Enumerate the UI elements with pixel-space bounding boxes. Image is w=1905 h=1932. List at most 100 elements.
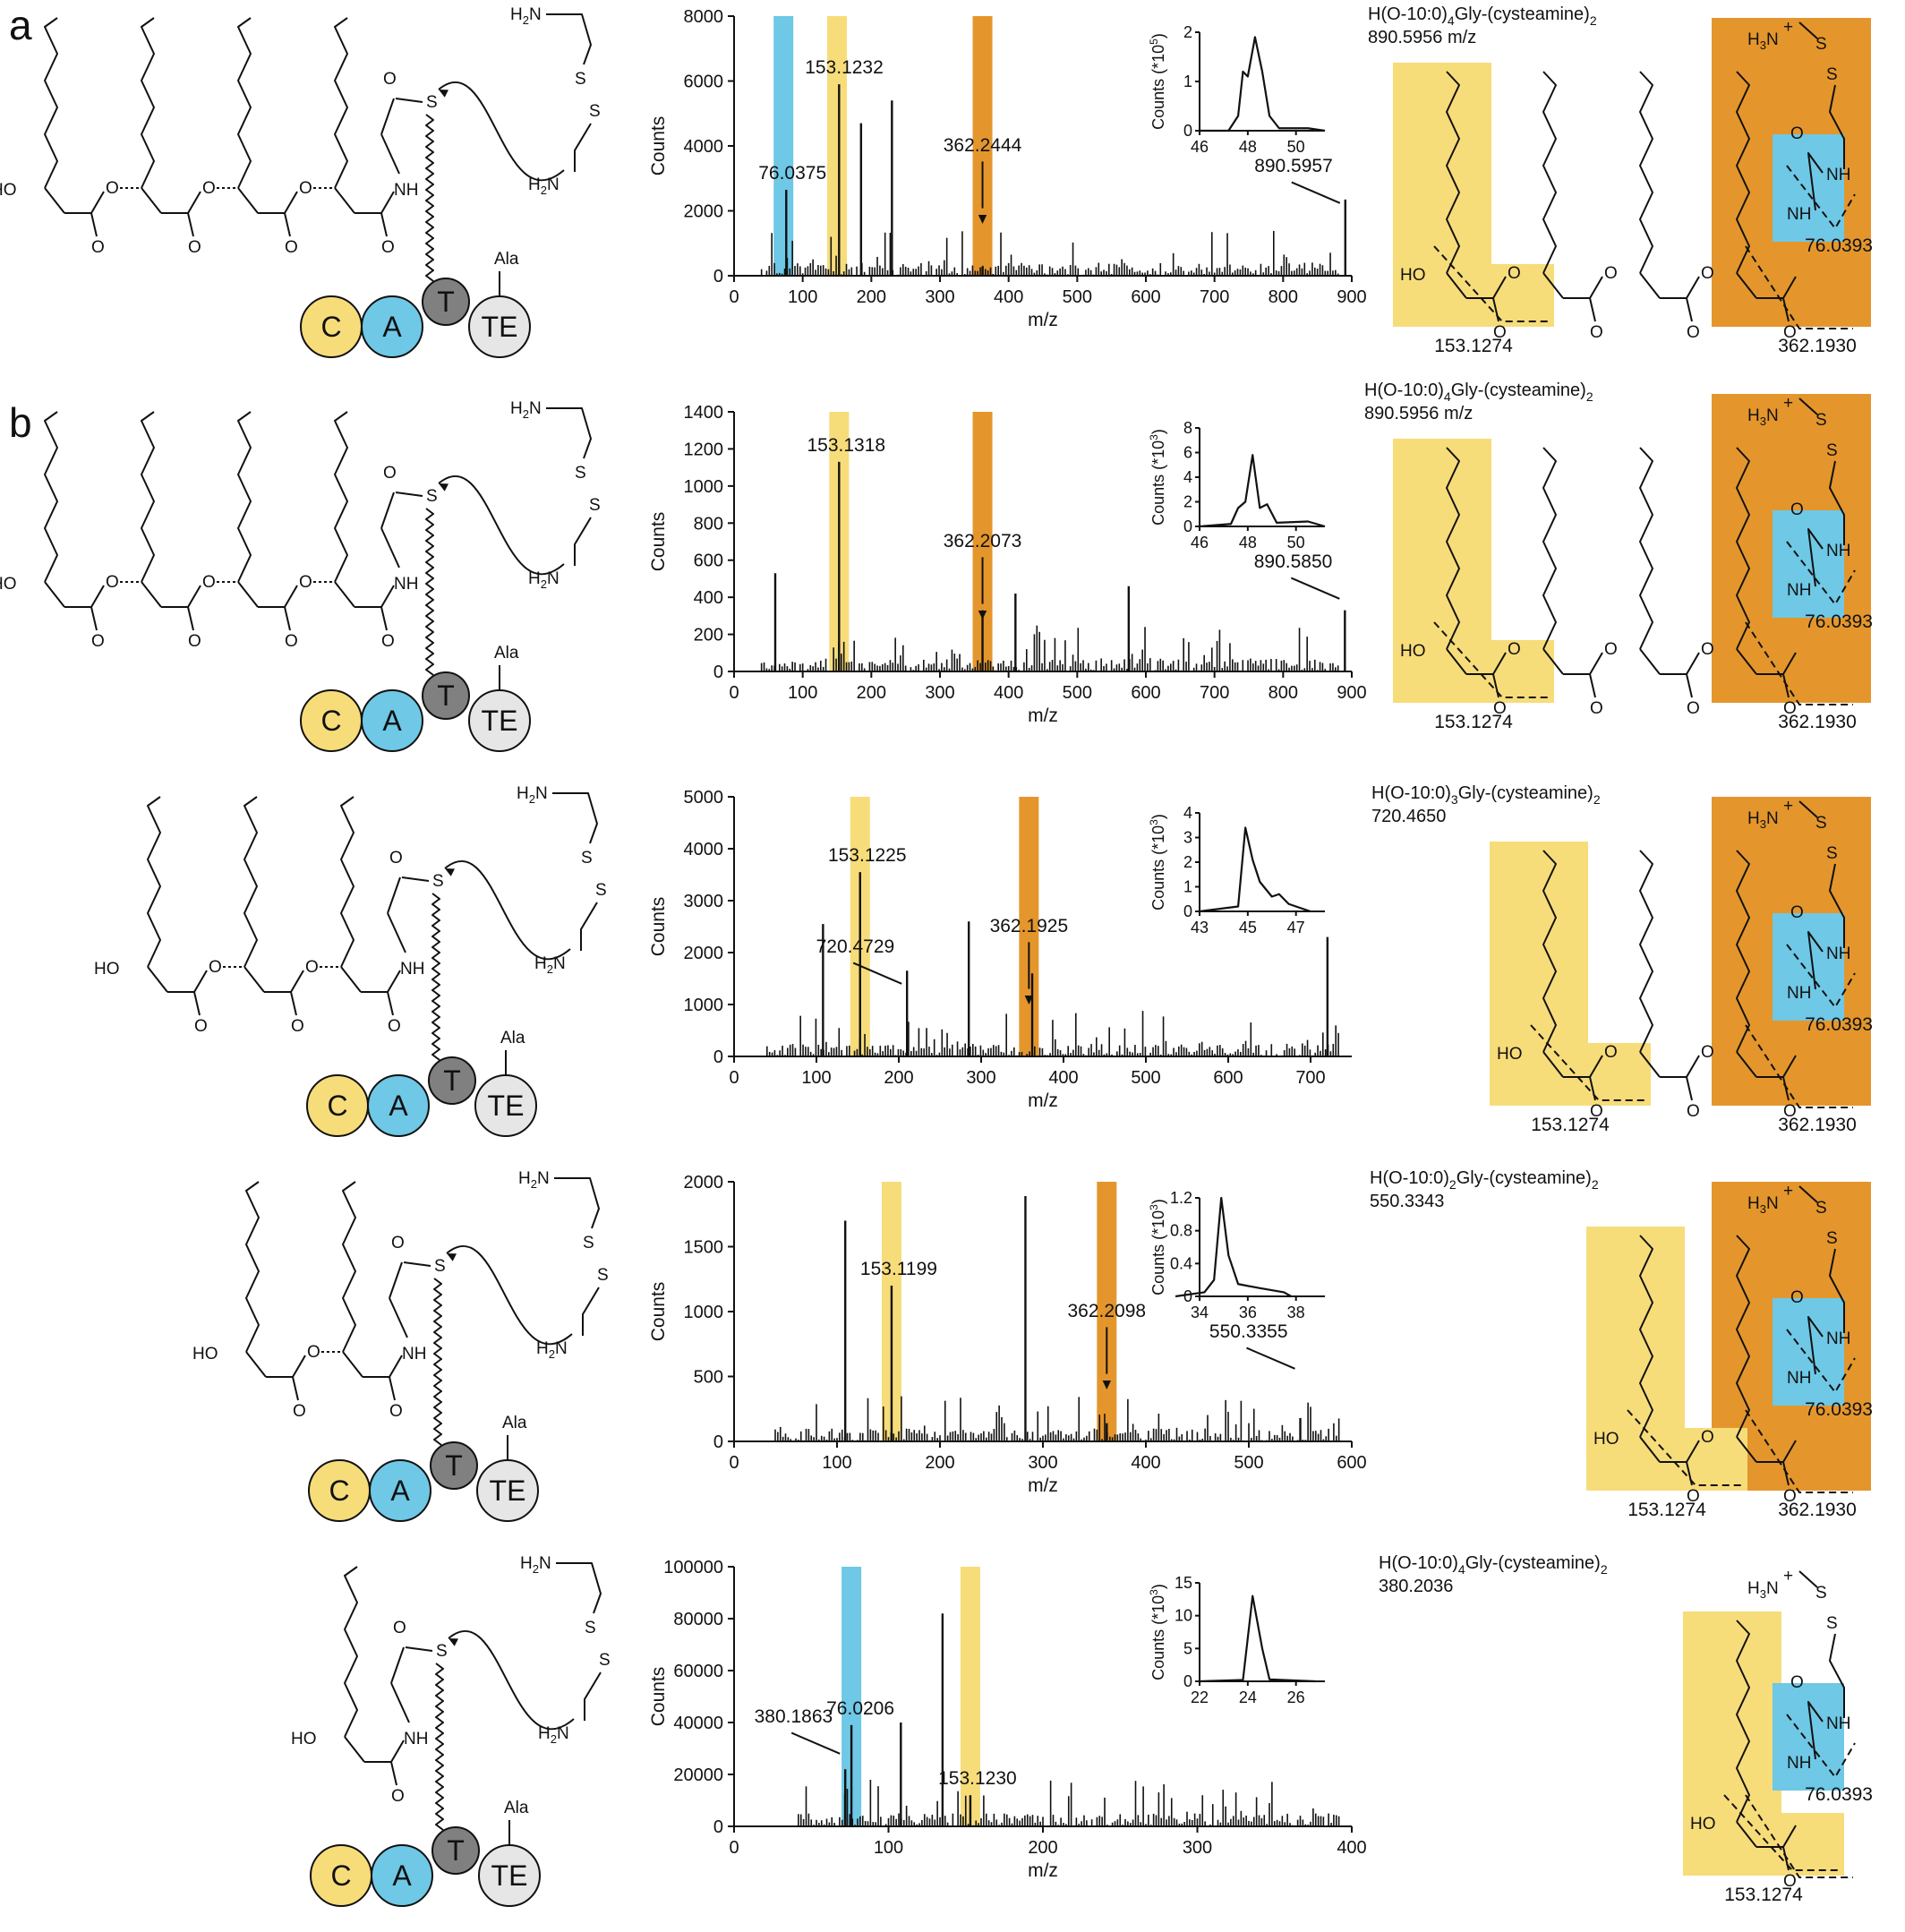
glycine-oxygen-label: O — [1790, 124, 1804, 143]
x-tick-label: 400 — [994, 683, 1023, 703]
t-domain — [422, 278, 470, 326]
backbone-bond — [334, 581, 355, 608]
amide-nh-label: NH — [394, 181, 418, 200]
carbonyl-double-bond — [290, 991, 297, 1016]
amide-nh-label: NH — [1787, 984, 1811, 1003]
alkyl-chain — [1736, 447, 1750, 650]
charge-label: + — [1783, 1182, 1793, 1201]
carbonyl-double-bond — [380, 606, 388, 631]
y-tick-label: 20000 — [673, 1765, 723, 1785]
disulfide-sulfur-label: S — [1826, 441, 1838, 460]
amine-label: H2N — [536, 1339, 568, 1361]
te-domain-label: TE — [491, 1859, 528, 1892]
y-tick-label: 600 — [694, 551, 723, 571]
inset-y-axis-label: Counts (*103) — [1148, 1584, 1167, 1680]
carbonyl-double-bond — [187, 212, 194, 237]
a-domain — [369, 1459, 431, 1522]
amide-nh-label: NH — [400, 960, 424, 979]
hydroxyl-label: HO — [0, 575, 17, 594]
y-tick-label: 500 — [694, 1368, 723, 1388]
arrow-head — [445, 868, 455, 876]
cystamine-chain — [574, 517, 592, 566]
ion-mass: 720.4650 — [1371, 807, 1446, 826]
x-tick-label: 600 — [1213, 1068, 1243, 1088]
glycine-bond — [1807, 528, 1824, 587]
carbonyl-oxygen-label: O — [91, 238, 105, 257]
arrow-head — [448, 1638, 458, 1646]
carbonyl-bond — [387, 970, 401, 993]
amine-label: H2N — [534, 954, 566, 976]
cystamine-chain — [582, 1287, 600, 1336]
annotation-arrow-head — [1024, 996, 1034, 1004]
amine-label: H2N — [510, 5, 542, 27]
x-tick-label: 800 — [1269, 683, 1298, 703]
cystamine-chain — [580, 902, 598, 951]
t-domain — [428, 1056, 476, 1105]
ion-formula: H(O-10:0)3Gly-(cysteamine)2 — [1371, 783, 1601, 807]
disulfide-sulfur-label: S — [1815, 814, 1827, 833]
inset-y-tick-label: 4 — [1183, 804, 1192, 822]
parent-ion-arrow — [1290, 577, 1340, 600]
backbone-bond — [1736, 648, 1757, 675]
x-tick-label: 500 — [1234, 1453, 1263, 1473]
inset-x-tick-label: 43 — [1191, 919, 1209, 936]
inset-x-tick-label: 50 — [1287, 138, 1305, 156]
thioester-sulfur-label: S — [434, 1257, 446, 1276]
carbonyl-bond — [292, 1355, 306, 1378]
inset-y-tick-label: 1.2 — [1170, 1189, 1192, 1207]
x-tick-label: 200 — [857, 683, 886, 703]
carbonyl-bond — [193, 970, 208, 993]
alkyl-chain — [1736, 71, 1750, 274]
ion-mass: 890.5956 m/z — [1364, 404, 1473, 423]
carbonyl-oxygen-label: O — [1687, 699, 1700, 718]
yellow-fragment-box — [1683, 1611, 1844, 1876]
disulfide-sulfur-label: S — [583, 1234, 594, 1252]
annotation-arrow-head — [978, 611, 987, 620]
carbonyl-double-bond — [1686, 297, 1693, 322]
cysteamine-chain — [1829, 84, 1845, 169]
arrow-head — [439, 483, 448, 492]
blue-fragment-mass: 76.0393 — [1805, 1399, 1873, 1420]
alkyl-chain — [334, 411, 348, 583]
carbonyl-oxygen-label: O — [1783, 323, 1797, 342]
carbonyl-double-bond — [284, 212, 291, 237]
t-domain-label: T — [445, 1449, 463, 1482]
inset-x-tick-label: 26 — [1287, 1688, 1305, 1706]
carbonyl-oxygen-label: O — [188, 238, 201, 257]
inset-x-tick-label: 34 — [1191, 1304, 1209, 1321]
x-tick-label: 700 — [1200, 287, 1229, 307]
ammonium-label: H3N — [1747, 1579, 1779, 1601]
y-axis-label: Counts — [648, 116, 669, 176]
ester-oxygen-label: O — [106, 573, 119, 592]
thioester-sulfur-label: S — [432, 872, 444, 891]
ala-label: Ala — [504, 1799, 529, 1817]
backbone-bond — [237, 581, 259, 608]
carbonyl-double-bond — [387, 991, 394, 1016]
a-domain — [371, 1844, 433, 1907]
disulfide-sulfur-label: S — [599, 1651, 611, 1670]
y-tick-label: 4000 — [684, 840, 724, 859]
highlight-band-orange — [1019, 797, 1039, 1056]
ester-oxygen-label: O — [307, 1343, 320, 1362]
carbonyl-bond — [90, 191, 105, 214]
ala-label: Ala — [494, 644, 519, 663]
alkyl-chain — [243, 796, 258, 968]
te-domain-label: TE — [482, 705, 518, 737]
disulfide-sulfur-label: S — [1826, 1614, 1838, 1633]
ion-formula: H(O-10:0)4Gly-(cysteamine)2 — [1379, 1553, 1608, 1577]
alkyl-chain — [1639, 850, 1653, 1053]
backbone-bond — [1736, 1821, 1757, 1848]
y-axis-label: Counts — [648, 1667, 669, 1727]
backbone-bond — [147, 966, 168, 993]
alkyl-chain — [334, 17, 348, 189]
backbone-bond — [141, 581, 162, 608]
orange-fragment-mass: 362.1930 — [1778, 1500, 1857, 1520]
yellow-fragment-box — [1490, 842, 1651, 1106]
cysteamine-chain — [1798, 21, 1818, 39]
cysteamine-chain — [1798, 1185, 1818, 1203]
carbonyl-double-bond — [292, 1376, 299, 1401]
